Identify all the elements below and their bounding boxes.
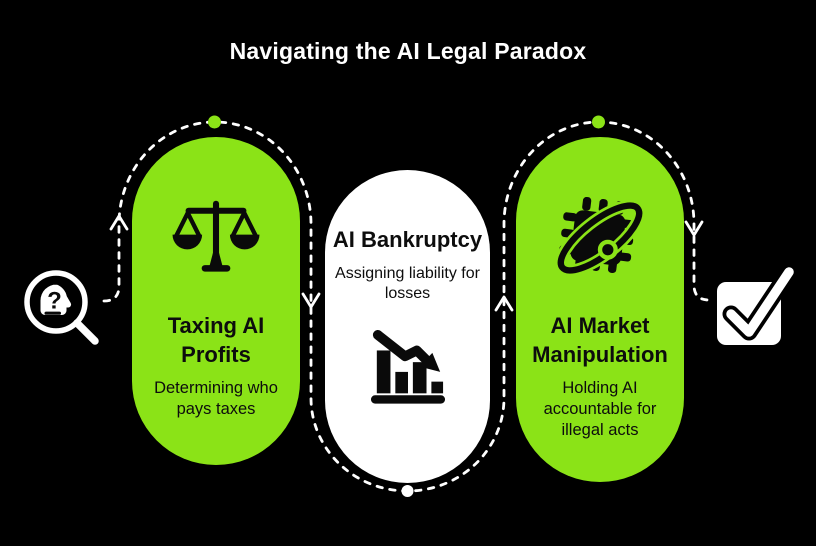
card-ai-bankruptcy: AI Bankruptcy Assigning liability for lo…	[325, 170, 490, 483]
checked-checkbox-icon	[717, 263, 798, 345]
card-title: Taxing AI Profits	[167, 313, 265, 367]
card-description: Holding AI accountable for illegal acts	[543, 379, 657, 440]
arrow-up-icon	[109, 214, 129, 231]
declining-bar-chart-icon	[370, 330, 445, 404]
card-description: Assigning liability for losses	[335, 264, 480, 302]
green-node-dot	[592, 115, 605, 129]
card-title: AI Bankruptcy	[332, 227, 483, 252]
green-node-dot	[208, 115, 221, 129]
arrow-down-icon	[301, 292, 321, 309]
white-node-dot	[401, 485, 414, 497]
card-description: Determining who pays taxes	[154, 379, 278, 419]
question-head-magnifier-icon: ?	[24, 270, 99, 345]
svg-text:?: ?	[47, 288, 62, 315]
arrow-up-icon	[494, 295, 514, 312]
card-title: AI Market Manipulation	[532, 313, 668, 367]
ai-chip-orbit-icon	[555, 196, 645, 277]
page-title: Navigating the AI Legal Paradox	[229, 38, 587, 64]
arrow-down-icon	[684, 220, 704, 237]
card-taxing-ai-profits: Taxing AI Profits Determining who pays t…	[132, 137, 300, 465]
scales-of-justice-icon	[172, 200, 260, 272]
card-ai-market-manipulation: AI Market Manipulation Holding AI accoun…	[516, 137, 684, 482]
